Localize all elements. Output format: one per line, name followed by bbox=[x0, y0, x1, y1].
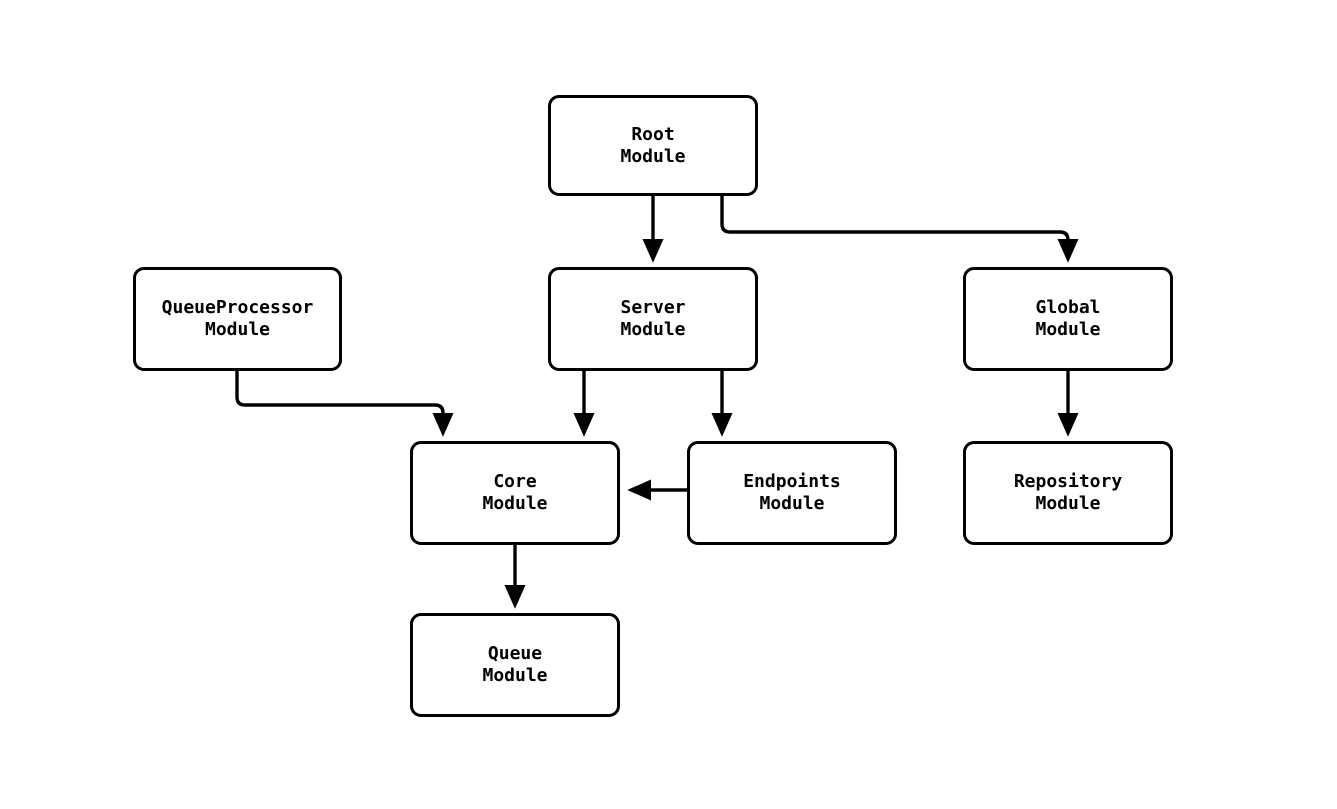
node-core-module[interactable]: Core Module bbox=[410, 441, 620, 545]
node-queue-module[interactable]: Queue Module bbox=[410, 613, 620, 717]
node-global-module[interactable]: Global Module bbox=[963, 267, 1173, 371]
node-endpoints-module-label-line1: Endpoints bbox=[743, 471, 841, 492]
node-global-module-label-line1: Global bbox=[1035, 297, 1101, 318]
node-queueprocessor-module-label-line2: Module bbox=[204, 319, 271, 340]
edge-queueprocessor-to-core bbox=[235, 371, 454, 437]
node-endpoints-module-label-line2: Module bbox=[759, 493, 825, 514]
node-core-module-label-line2: Module bbox=[482, 493, 548, 514]
node-core-module-label-line1: Core bbox=[493, 471, 537, 492]
node-root-module-label-line1: Root bbox=[631, 123, 675, 145]
node-queueprocessor-module-label-line1: QueueProcessor bbox=[161, 297, 314, 318]
node-queueprocessor-module[interactable]: QueueProcessor Module bbox=[133, 267, 342, 371]
node-server-module-label-line2: Module bbox=[620, 319, 686, 340]
node-server-module-label-line1: Server bbox=[620, 297, 686, 318]
node-queue-module-label-line1: Queue bbox=[487, 643, 543, 664]
node-server-module[interactable]: Server Module bbox=[548, 267, 758, 371]
node-repository-module-label-line2: Module bbox=[1035, 493, 1101, 514]
node-repository-module[interactable]: Repository Module bbox=[963, 441, 1173, 545]
node-repository-module-label-line1: Repository bbox=[1013, 471, 1123, 492]
edge-root-to-global bbox=[720, 196, 1079, 263]
node-endpoints-module[interactable]: Endpoints Module bbox=[687, 441, 897, 545]
node-root-module-label-line2: Module bbox=[620, 145, 686, 167]
node-global-module-label-line2: Module bbox=[1035, 319, 1101, 340]
node-root-module[interactable]: Root Module bbox=[548, 95, 758, 196]
node-queue-module-label-line2: Module bbox=[482, 665, 548, 686]
